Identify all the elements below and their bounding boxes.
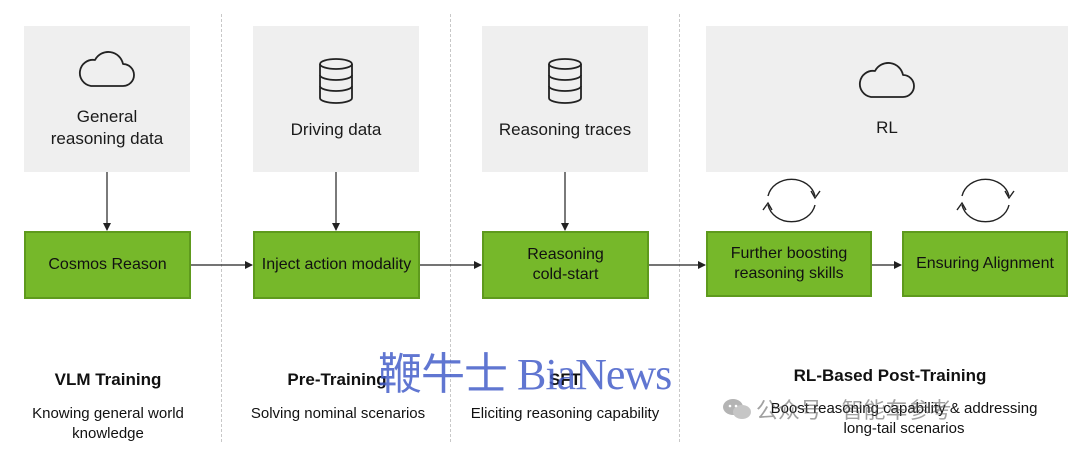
step-cosmos-reason: Cosmos Reason xyxy=(24,231,191,299)
step-label: reasoning skills xyxy=(734,265,844,282)
wechat-watermark: 公众号 · 智能车参考 xyxy=(722,393,952,425)
source-label: General xyxy=(76,107,138,126)
source-label: reasoning data xyxy=(50,129,164,148)
stage-title: Pre-Training xyxy=(287,370,387,389)
stage-description-line: knowledge xyxy=(72,425,144,442)
source-box-rl: RL xyxy=(706,26,1068,172)
cloud-icon xyxy=(858,62,915,98)
wechat-watermark-text: 公众号 · 智能车参考 xyxy=(756,398,952,423)
source-box-general-reasoning: General reasoning data xyxy=(24,26,190,172)
step-reasoning-cold-start: Reasoning cold-start xyxy=(482,231,649,299)
watermark-text: 鞭牛士 BiaNews xyxy=(378,350,672,399)
stage-title: VLM Training xyxy=(54,370,162,389)
cloud-icon xyxy=(78,51,135,87)
stage-description: Boost reasoning capability & addressing … xyxy=(740,399,1068,439)
stage-description-line: Boost reasoning capability & addressing xyxy=(770,400,1038,417)
step-label: Inject action modality xyxy=(261,256,412,273)
stage-description-line: long-tail scenarios xyxy=(843,420,965,437)
cycle-icon xyxy=(762,178,821,223)
database-icon xyxy=(319,58,353,104)
step-label: cold-start xyxy=(532,266,599,283)
stage-description-line: Eliciting reasoning capability xyxy=(470,405,660,422)
database-icon xyxy=(548,58,582,104)
stage-description: Solving nominal scenarios xyxy=(232,404,444,424)
stage-description: Knowing general world knowledge xyxy=(4,404,212,444)
step-label: Further boosting xyxy=(730,245,848,262)
stage-description: Eliciting reasoning capability xyxy=(452,404,678,424)
source-label: RL xyxy=(876,118,898,137)
cycle-icon xyxy=(956,178,1015,223)
source-label: Reasoning traces xyxy=(498,120,632,139)
stage-title: SFT xyxy=(548,370,582,389)
step-inject-action-modality: Inject action modality xyxy=(253,231,420,299)
stage-title: RL-Based Post-Training xyxy=(793,366,987,385)
source-box-driving-data: Driving data xyxy=(253,26,419,172)
step-label: Reasoning xyxy=(527,246,604,263)
column-divider xyxy=(679,14,680,442)
stage-description-line: Knowing general world xyxy=(32,405,184,422)
source-box-reasoning-traces: Reasoning traces xyxy=(482,26,648,172)
step-further-boosting: Further boosting reasoning skills xyxy=(706,231,872,297)
column-divider xyxy=(221,14,222,442)
stage-description-line: Solving nominal scenarios xyxy=(250,405,426,422)
source-label: Driving data xyxy=(290,120,382,139)
wechat-icon xyxy=(723,399,751,419)
step-label: Cosmos Reason xyxy=(48,256,167,273)
column-divider xyxy=(450,14,451,442)
step-ensuring-alignment: Ensuring Alignment xyxy=(902,231,1068,297)
step-label: Ensuring Alignment xyxy=(916,255,1054,272)
